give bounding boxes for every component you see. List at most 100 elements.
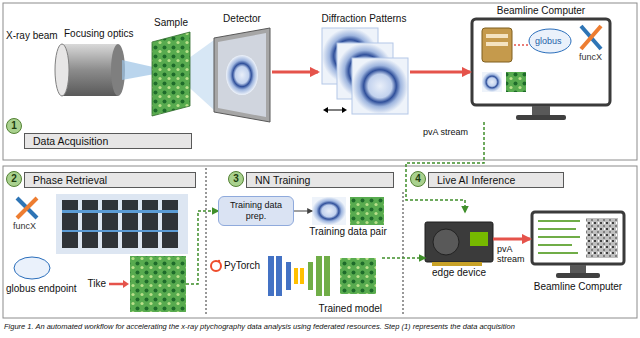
process-box: Training data prep.	[218, 196, 294, 226]
monitor-base	[556, 273, 600, 278]
nn-layer	[286, 262, 291, 290]
nn-layer	[300, 268, 304, 284]
node-text: 4	[411, 172, 425, 186]
node-heading: Training data pair	[309, 226, 386, 238]
gpu-fan	[433, 229, 459, 255]
node-text: 2	[7, 172, 21, 186]
globus-icon	[529, 29, 571, 53]
callout-number: 3	[228, 171, 244, 187]
detector-frame	[214, 28, 270, 122]
node-heading: Beamline Computer	[497, 5, 585, 17]
pair-image	[312, 197, 346, 225]
node-text: 3	[229, 172, 243, 186]
text-label: funcX	[579, 52, 602, 63]
callout-number: 2	[6, 171, 22, 187]
globus-icon	[14, 257, 50, 279]
node-text: 1	[7, 119, 21, 133]
screen-line	[538, 228, 576, 230]
cabinet	[162, 200, 178, 248]
text-label: Focusing optics	[64, 28, 133, 40]
screen-line	[538, 244, 572, 246]
monitor-screen	[532, 212, 624, 264]
panel-frame	[3, 3, 637, 160]
callout-number: 1	[6, 118, 22, 134]
cabinet-light	[62, 230, 178, 232]
pytorch-logo	[218, 260, 220, 262]
nn-layer	[324, 256, 330, 296]
connector-arrow	[406, 122, 484, 212]
monitor-stand	[532, 106, 550, 115]
node-text: Data Acquisition	[33, 134, 183, 148]
server-slot	[486, 34, 508, 38]
divider	[206, 168, 207, 316]
transfer-line	[514, 44, 528, 46]
screen-line	[538, 252, 578, 254]
funcx-icon	[581, 26, 601, 49]
nn-output	[340, 258, 376, 294]
edge-label: pvA stream	[422, 127, 469, 137]
sample-image	[152, 32, 190, 116]
server-slot	[486, 42, 508, 46]
connector-arrow	[186, 211, 218, 284]
step-band: Data Acquisition	[24, 133, 192, 149]
cabinet	[122, 200, 138, 248]
figure-caption: Figure 1. An automated workflow for acce…	[4, 322, 515, 332]
optics-end	[55, 44, 69, 96]
cabinet	[62, 200, 78, 248]
node-heading: Tike	[87, 278, 106, 290]
screen-line	[538, 220, 580, 222]
supercomputer	[56, 194, 188, 254]
edge-label: pvA stream	[496, 244, 530, 264]
node-heading: Sample	[154, 17, 188, 29]
computer-node: Beamline Computer	[530, 210, 626, 280]
connector-arrow	[294, 211, 312, 212]
cabinet	[82, 200, 98, 248]
connector-arrow	[382, 257, 425, 259]
step-band: NN Training	[246, 172, 394, 188]
node-text: NN Training	[255, 173, 385, 187]
monitor-base	[516, 115, 566, 120]
cabinet	[142, 200, 158, 248]
node-text: Live AI Inference	[437, 173, 555, 187]
connector-arrow	[493, 238, 530, 241]
text-label: X-ray beam	[6, 30, 58, 42]
text-label: globus	[535, 36, 562, 47]
funcx-icon	[581, 26, 601, 49]
funcx-icon	[17, 198, 37, 218]
patterns-node: Diffraction Patterns	[318, 26, 410, 118]
screen-line	[538, 236, 580, 238]
node-text: Training data prep.	[223, 200, 289, 222]
server-icon	[482, 28, 512, 62]
computer-node: Beamline Computer	[470, 18, 612, 122]
node-heading: Detector	[223, 13, 261, 25]
divider	[403, 192, 404, 316]
detector-pattern	[226, 55, 258, 95]
nn-layer	[268, 256, 274, 296]
panel-frame	[3, 166, 637, 318]
text-label: funcX	[13, 221, 36, 232]
text-label: PyTorch	[224, 260, 260, 272]
funcx-icon	[17, 198, 37, 218]
pair-node: Training data pair	[312, 197, 384, 225]
monitor-stand	[570, 265, 586, 273]
detector-node: Detector	[212, 26, 272, 124]
connector-arrow	[272, 71, 318, 74]
callout-number: 4	[410, 171, 426, 187]
scan-arrow	[342, 107, 347, 113]
model-node: Trained model	[266, 250, 382, 302]
step-band: Live AI Inference	[428, 172, 564, 188]
node-heading: Beamline Computer	[534, 281, 622, 293]
nn-layer	[308, 262, 313, 290]
detector-face	[218, 33, 266, 117]
cabinet-light	[62, 210, 178, 213]
object-image	[130, 256, 186, 312]
nn-layer	[316, 256, 322, 296]
text-label: globus endpoint	[6, 283, 77, 295]
optics-body	[62, 44, 118, 96]
nn-layer	[276, 256, 282, 296]
pytorch-logo	[211, 261, 221, 271]
node-heading: Trained model	[318, 303, 382, 315]
sample-node: Sample	[148, 30, 194, 118]
